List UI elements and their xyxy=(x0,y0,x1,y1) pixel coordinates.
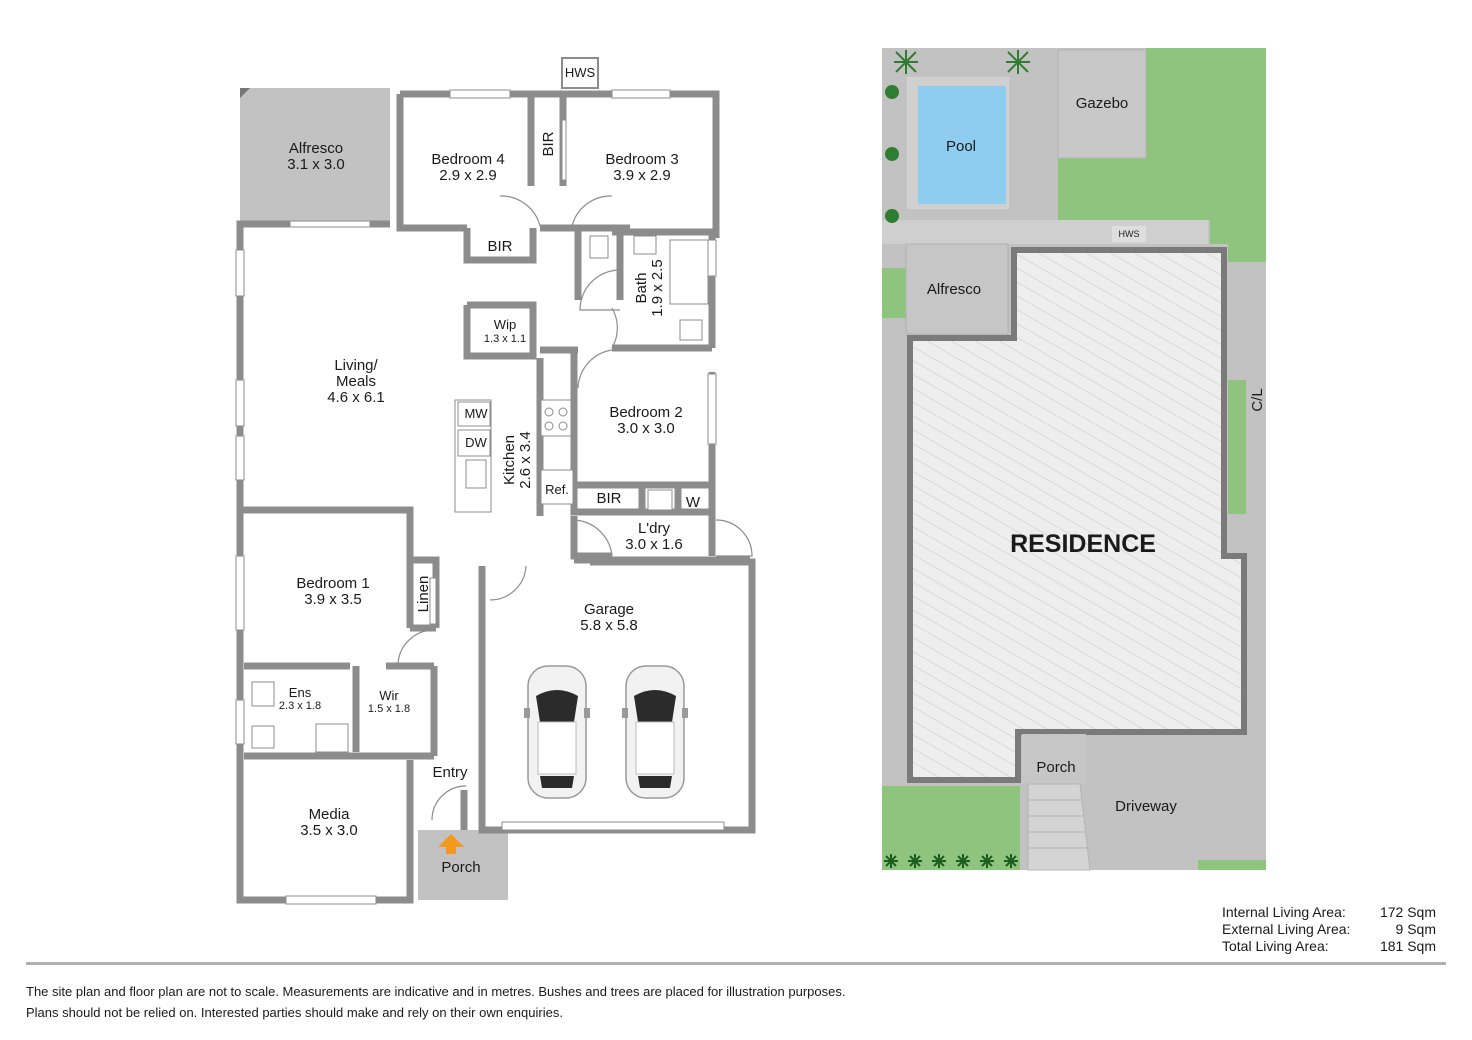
cl-label: C/L xyxy=(1249,388,1266,411)
floor-plan-labels: Alfresco 3.1 x 3.0 HWS Bedroom 4 2.9 x 2… xyxy=(279,65,701,876)
living-area-summary: Internal Living Area: 172 Sqm External L… xyxy=(1222,904,1436,955)
bir-bed2-label: BIR xyxy=(596,490,621,507)
palm-tree-icon xyxy=(894,50,1030,74)
site-plan-labels: Pool Gazebo HWS Alfresco RESIDENCE C/L P… xyxy=(927,95,1266,815)
area-label: Total Living Area: xyxy=(1222,938,1329,954)
bath-name: Bath xyxy=(633,273,650,304)
wip-dims: 1.3 x 1.1 xyxy=(484,333,526,345)
mw-label: MW xyxy=(464,406,488,421)
porch-area xyxy=(418,830,508,900)
ens-name: Ens xyxy=(289,685,312,700)
area-row: Total Living Area: 181 Sqm xyxy=(1222,938,1436,955)
area-label: External Living Area: xyxy=(1222,921,1351,937)
wir-dims: 1.5 x 1.8 xyxy=(368,703,410,715)
grass-area xyxy=(1228,380,1246,514)
gazebo-label: Gazebo xyxy=(1076,95,1129,112)
ens-dims: 2.3 x 1.8 xyxy=(279,700,321,712)
bedroom4-dims: 2.9 x 2.9 xyxy=(439,167,497,184)
wip-name: Wip xyxy=(494,317,516,332)
pool-water xyxy=(918,86,1006,204)
floor-plan: Alfresco 3.1 x 3.0 HWS Bedroom 4 2.9 x 2… xyxy=(235,57,756,905)
fixtures xyxy=(251,119,709,753)
bedroom4-name: Bedroom 4 xyxy=(431,151,504,168)
door-swings xyxy=(397,195,753,821)
bedroom2-name: Bedroom 2 xyxy=(609,404,682,421)
media-dims: 3.5 x 3.0 xyxy=(300,822,358,839)
porch-site xyxy=(1022,734,1086,784)
shrub-row-icon xyxy=(884,854,1018,868)
area-value: 9 Sqm xyxy=(1395,921,1436,937)
ref-label: Ref. xyxy=(545,482,569,497)
disclaimer: The site plan and floor plan are not to … xyxy=(26,981,1126,1023)
bush-icon xyxy=(885,85,899,223)
steps xyxy=(1027,783,1091,871)
entry-label: Entry xyxy=(432,764,468,781)
residence-label: RESIDENCE xyxy=(1010,530,1156,558)
laundry-dims: 3.0 x 1.6 xyxy=(625,536,683,553)
bedroom1-dims: 3.9 x 3.5 xyxy=(304,591,362,608)
bedroom3-dims: 3.9 x 2.9 xyxy=(613,167,671,184)
grass-area xyxy=(1058,48,1266,262)
kitchen-name: Kitchen xyxy=(501,435,518,485)
grass-area xyxy=(882,786,1020,870)
area-value: 172 Sqm xyxy=(1379,904,1436,920)
bath-dims: 1.9 x 2.5 xyxy=(649,259,666,317)
bir-bed3-label: BIR xyxy=(540,131,557,156)
car-icon xyxy=(622,665,688,799)
car-icon xyxy=(524,665,590,799)
linen-label: Linen xyxy=(415,576,432,613)
area-row: Internal Living Area: 172 Sqm xyxy=(1222,904,1436,921)
alfresco-site xyxy=(905,243,1009,335)
residence-footprint xyxy=(907,247,1247,783)
kitchen-dims: 2.6 x 3.4 xyxy=(517,431,534,489)
disclaimer-line: Plans should not be relied on. Intereste… xyxy=(26,1005,563,1020)
living-dims: 4.6 x 6.1 xyxy=(327,389,385,406)
area-value: 181 Sqm xyxy=(1379,938,1436,954)
media-name: Media xyxy=(309,806,351,823)
hws-label: HWS xyxy=(565,65,596,80)
area-label: Internal Living Area: xyxy=(1222,904,1346,920)
bedroom1-name: Bedroom 1 xyxy=(296,575,369,592)
entry-arrow-icon xyxy=(438,834,464,854)
alfresco-area xyxy=(240,88,390,224)
dw-label: DW xyxy=(465,435,487,450)
hws-site-label: HWS xyxy=(1119,229,1140,239)
laundry-name: L'dry xyxy=(638,520,671,537)
area-row: External Living Area: 9 Sqm xyxy=(1222,921,1436,938)
garage-name: Garage xyxy=(584,601,634,618)
grass-area xyxy=(1198,860,1266,870)
w-label: W xyxy=(686,494,701,511)
grass-area xyxy=(882,268,906,318)
pool-label: Pool xyxy=(946,138,976,155)
gazebo-area xyxy=(1057,49,1147,159)
bedroom2-dims: 3.0 x 3.0 xyxy=(617,420,675,437)
bir-bed4-label: BIR xyxy=(487,238,512,255)
porch-label: Porch xyxy=(441,859,480,876)
divider xyxy=(26,962,1446,965)
driveway-label: Driveway xyxy=(1115,798,1177,815)
alfresco-name: Alfresco xyxy=(289,140,343,157)
wir-name: Wir xyxy=(379,688,399,703)
living-name-line1: Living/ xyxy=(334,357,378,374)
garage-dims: 5.8 x 5.8 xyxy=(580,617,638,634)
site-plan: Pool Gazebo HWS Alfresco RESIDENCE C/L P… xyxy=(882,48,1266,871)
alfresco-site-label: Alfresco xyxy=(927,281,981,298)
bedroom3-name: Bedroom 3 xyxy=(605,151,678,168)
windows xyxy=(235,89,725,905)
hws-unit xyxy=(561,57,599,89)
disclaimer-line: The site plan and floor plan are not to … xyxy=(26,984,846,999)
alfresco-dims: 3.1 x 3.0 xyxy=(287,156,345,173)
living-name-line2: Meals xyxy=(336,373,376,390)
hws-site xyxy=(1112,226,1146,242)
porch-site-label: Porch xyxy=(1036,759,1075,776)
